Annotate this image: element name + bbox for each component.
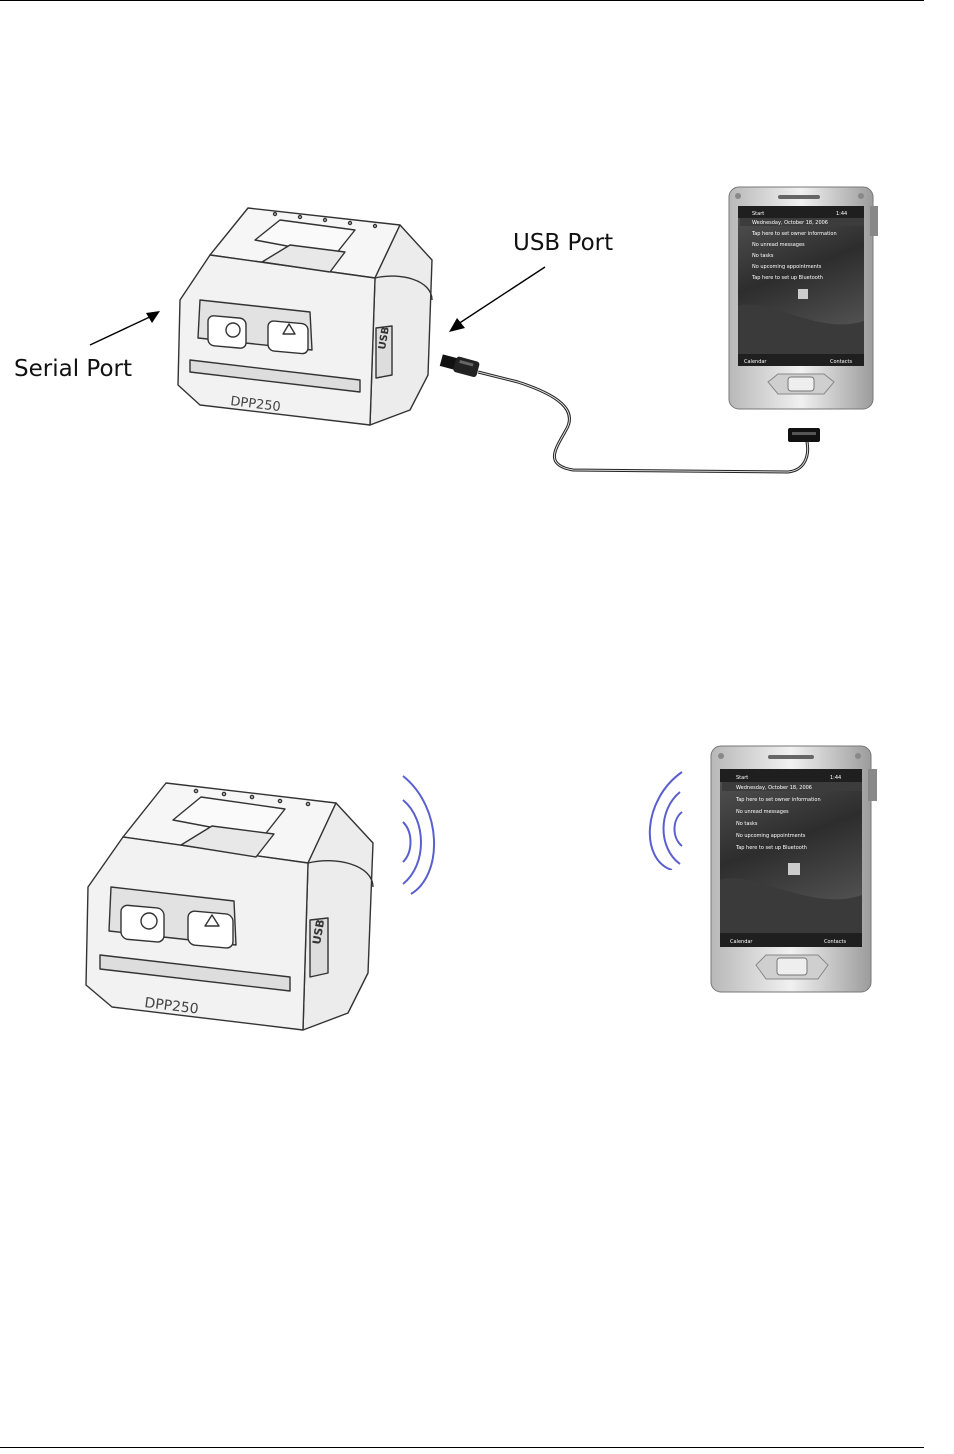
pda-device: Start 1:44 Wednesday, October 18, 2006 T… [710,745,878,995]
pda-start-text: Start [736,775,748,781]
top-rule [0,0,924,1]
pda-softkey-left: Calendar [744,359,767,365]
pda-start-text: Start [752,211,764,217]
pda-item: No unread messages [752,242,805,248]
usb-port-label: USB Port [513,230,613,256]
pda-item: Wednesday, October 18, 2006 [736,785,812,791]
pda-item: No tasks [752,253,774,259]
serial-port-arrow [88,305,168,350]
bluetooth-signal-pda-icon [632,770,692,870]
pda-item: Tap here to set owner information [751,231,837,237]
pda-status-text: 1:44 [830,775,841,781]
dock-connector [788,428,820,442]
usb-port-arrow [445,262,555,337]
bluetooth-signal-printer-icon [395,770,465,900]
usb-plug [439,352,480,377]
pda-item: Tap here to set up Bluetooth [735,845,807,851]
pda-item: Tap here to set owner information [735,797,821,803]
pda-softkey-right: Contacts [830,359,852,365]
printer-illustration: DPP250 USB [78,775,378,1040]
bottom-rule [0,1447,924,1448]
pda-softkey-left: Calendar [730,939,753,945]
pda-item: Tap here to set up Bluetooth [751,275,823,281]
pda-item: No upcoming appointments [752,264,822,270]
pda-item: No upcoming appointments [736,833,806,839]
pda-item: No tasks [736,821,758,827]
pda-item: Wednesday, October 18, 2006 [752,220,828,226]
serial-port-label: Serial Port [14,356,132,382]
pda-item: No unread messages [736,809,789,815]
printer-illustration: DPP250 USB [170,200,440,435]
pda-device: Start 1:44 Wednesday, October 18, 2006 T… [728,186,878,412]
pda-softkey-right: Contacts [824,939,846,945]
pda-status-text: 1:44 [836,211,847,217]
